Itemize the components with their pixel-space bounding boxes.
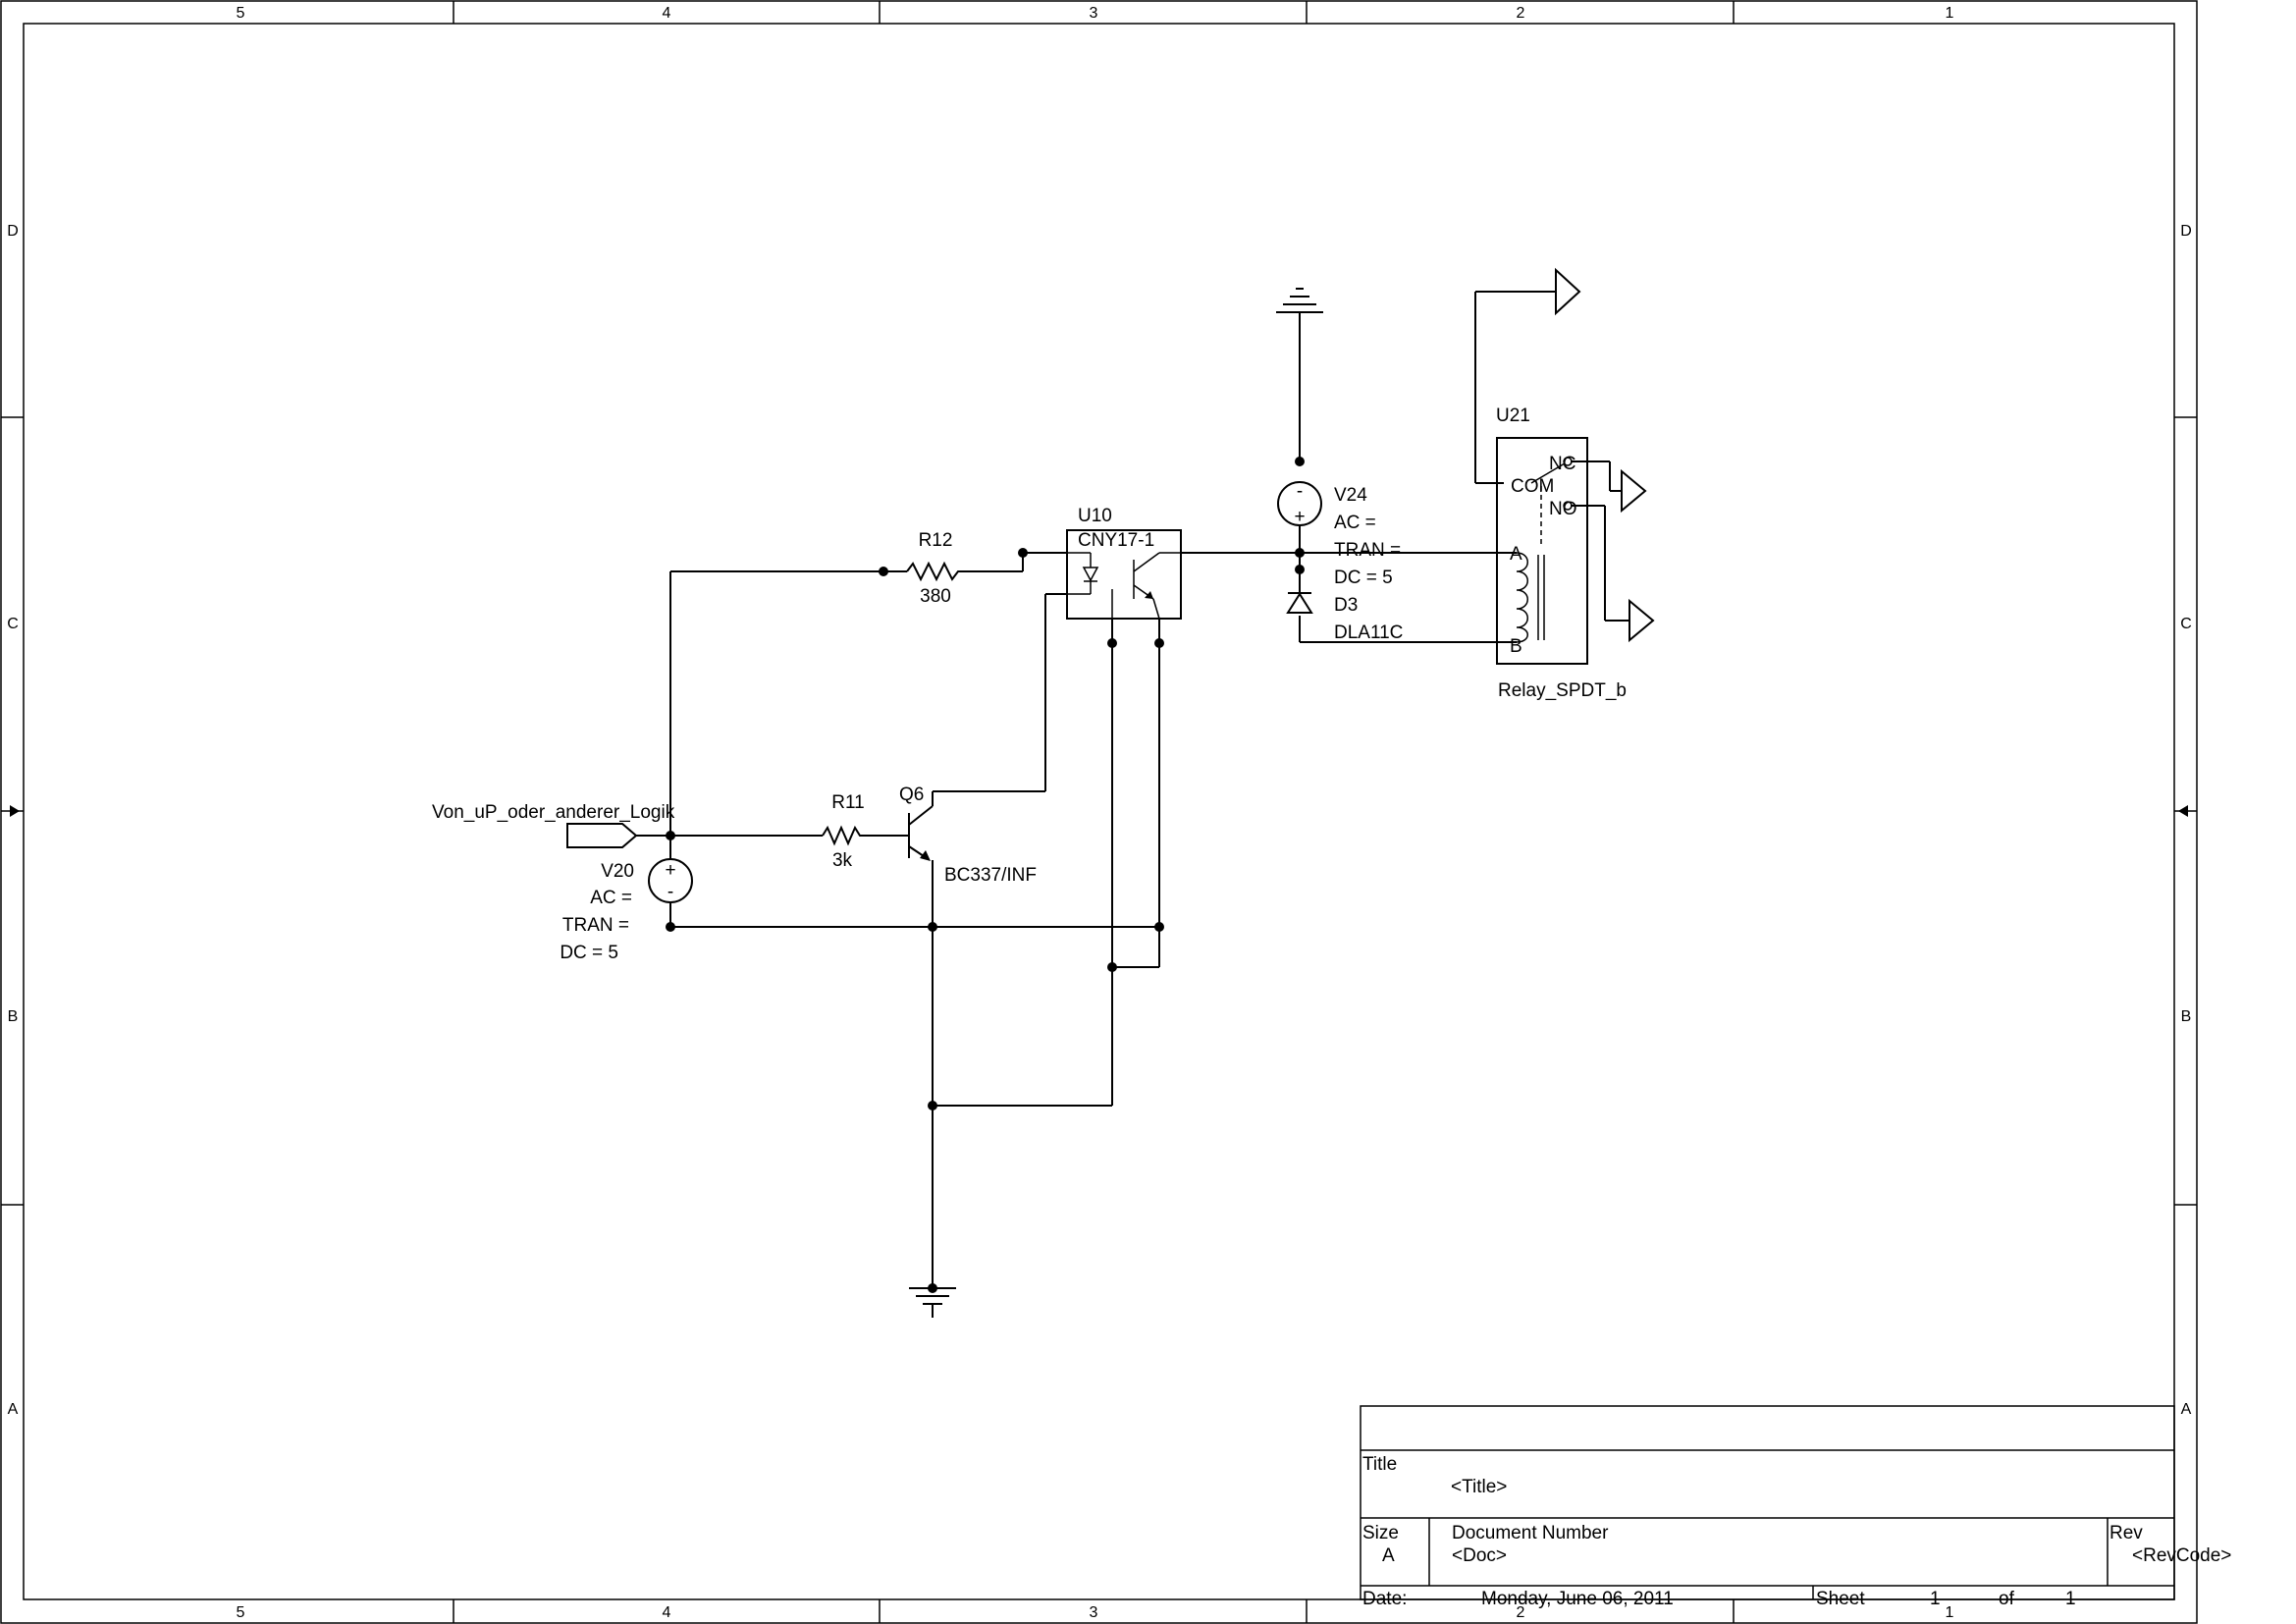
u21-pin-b: B xyxy=(1510,636,1522,657)
u21-ref: U21 xyxy=(1496,406,1530,426)
u10-part: CNY17-1 xyxy=(1078,530,1154,551)
of-label: of xyxy=(1999,1589,2015,1609)
q6-ref: Q6 xyxy=(899,785,924,805)
optocoupler-u10[interactable]: U10 CNY17-1 xyxy=(1066,506,1182,620)
title-label: Title xyxy=(1362,1454,1397,1475)
resistor-r12[interactable]: R12 380 xyxy=(906,530,968,607)
size-label: Size xyxy=(1362,1523,1399,1543)
q6-part: BC337/INF xyxy=(944,865,1037,886)
v24-minus: - xyxy=(1297,481,1303,502)
input-port[interactable]: Von_uP_oder_anderer_Logik xyxy=(432,802,675,848)
title-value: <Title> xyxy=(1451,1477,1507,1497)
ground-symbol-top xyxy=(1276,288,1323,313)
zone-row-a-right: A xyxy=(2181,1401,2192,1418)
zone-row-d-left: D xyxy=(7,223,19,240)
v20-dc: DC = 5 xyxy=(560,943,618,963)
input-port-label: Von_uP_oder_anderer_Logik xyxy=(432,802,675,823)
zone-col-1-top: 1 xyxy=(1946,5,1954,22)
offpage-port-top[interactable] xyxy=(1555,267,1581,316)
diode-d3[interactable]: D3 DLA11C xyxy=(1286,592,1403,643)
v20-plus: + xyxy=(665,860,675,881)
u21-pin-a: A xyxy=(1510,544,1522,565)
r11-value: 3k xyxy=(832,850,853,871)
sheet-label: Sheet xyxy=(1816,1589,1865,1609)
junctions xyxy=(666,457,1305,1293)
sheet-value: 1 xyxy=(1930,1589,1941,1609)
of-value: 1 xyxy=(2065,1589,2076,1609)
voltage-source-v20[interactable]: + - V20 AC = TRAN = DC = 5 xyxy=(560,858,693,963)
v20-ac: AC = xyxy=(590,888,632,908)
rev-label: Rev xyxy=(2109,1523,2143,1543)
resistor-r11[interactable]: R11 3k xyxy=(822,792,865,871)
v24-ref: V24 xyxy=(1334,485,1367,506)
zone-row-b-left: B xyxy=(8,1008,19,1025)
date-label: Date: xyxy=(1362,1589,1407,1609)
zone-row-b-right: B xyxy=(2181,1008,2192,1025)
ground-symbol-bottom xyxy=(909,1287,956,1318)
d3-part: DLA11C xyxy=(1334,623,1403,643)
zone-col-5-top: 5 xyxy=(237,5,245,22)
zone-col-2-bottom: 2 xyxy=(1517,1604,1525,1621)
zone-col-3-bottom: 3 xyxy=(1090,1604,1098,1621)
doc-number-value: <Doc> xyxy=(1452,1545,1507,1566)
size-value: A xyxy=(1382,1545,1395,1566)
v24-tran: TRAN = xyxy=(1334,540,1401,561)
voltage-source-v24[interactable]: - + V24 AC = TRAN = DC = 5 xyxy=(1277,481,1401,588)
wires xyxy=(636,291,1629,1288)
v20-minus: - xyxy=(667,882,673,902)
zone-col-1-bottom: 1 xyxy=(1946,1604,1954,1621)
relay-u21[interactable]: U21 Relay_SPDT_b NC COM NO A B xyxy=(1496,406,1627,701)
sheet-border xyxy=(0,0,2198,1624)
zone-col-3-top: 3 xyxy=(1090,5,1098,22)
v20-ref: V20 xyxy=(601,861,634,882)
offpage-port-nc[interactable] xyxy=(1621,468,1647,514)
zone-col-2-top: 2 xyxy=(1517,5,1525,22)
v20-tran: TRAN = xyxy=(562,915,629,936)
r12-ref: R12 xyxy=(919,530,953,551)
r11-ref: R11 xyxy=(831,792,864,813)
zone-col-4-top: 4 xyxy=(663,5,671,22)
zone-col-4-bottom: 4 xyxy=(663,1604,671,1621)
v24-ac: AC = xyxy=(1334,513,1376,533)
v24-dc: DC = 5 xyxy=(1334,568,1393,588)
v24-plus: + xyxy=(1294,507,1305,527)
zone-row-d-right: D xyxy=(2180,223,2192,240)
transistor-q6[interactable]: Q6 BC337/INF xyxy=(899,785,1037,886)
date-value: Monday, June 06, 2011 xyxy=(1481,1589,1674,1609)
u21-part: Relay_SPDT_b xyxy=(1498,680,1627,701)
offpage-port-no[interactable] xyxy=(1629,598,1655,643)
zone-col-5-bottom: 5 xyxy=(237,1604,245,1621)
zone-row-c-left: C xyxy=(7,616,19,632)
doc-number-label: Document Number xyxy=(1452,1523,1609,1543)
rev-value: <RevCode> xyxy=(2132,1545,2231,1566)
u21-pin-com: COM xyxy=(1511,476,1554,497)
zone-row-c-right: C xyxy=(2180,616,2192,632)
u21-pin-no: NO xyxy=(1549,499,1577,519)
zone-row-a-left: A xyxy=(8,1401,19,1418)
d3-ref: D3 xyxy=(1334,595,1358,616)
r12-value: 380 xyxy=(920,586,951,607)
u21-pin-nc: NC xyxy=(1549,454,1575,474)
title-block: Title <Title> Size A Document Number <Do… xyxy=(1360,1405,2231,1609)
u10-ref: U10 xyxy=(1078,506,1112,526)
zone-labels: 5 4 3 2 1 5 4 3 2 1 D C B A D C B A xyxy=(7,5,2192,1621)
